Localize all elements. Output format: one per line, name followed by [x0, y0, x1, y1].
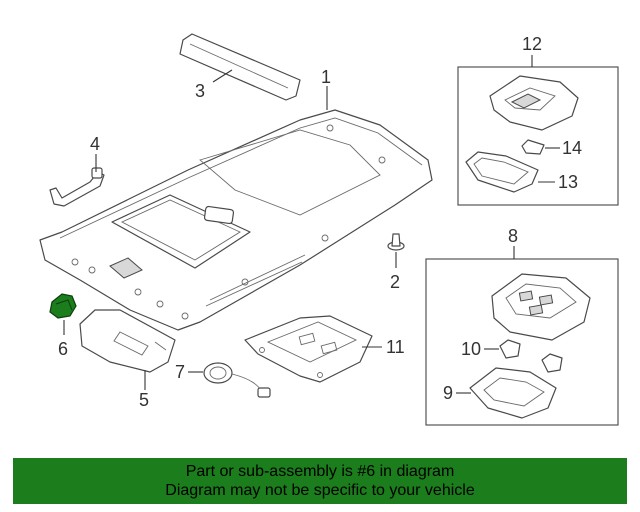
part-10-bulb[interactable]: [499, 339, 563, 373]
group-box-8: [425, 258, 619, 426]
part-1-headliner[interactable]: [39, 109, 433, 331]
part-7-speaker[interactable]: [203, 362, 271, 398]
banner-line-2: Diagram may not be specific to your vehi…: [165, 482, 475, 499]
callout-2: 2: [390, 272, 400, 292]
parts-diagram: 3 1 4 6 5: [39, 33, 619, 426]
part-13-lens[interactable]: [465, 151, 539, 193]
callout-10: 10: [461, 339, 481, 359]
part-3-pad[interactable]: [179, 33, 301, 101]
part-6-clip[interactable]: [49, 293, 77, 319]
info-banner: Part or sub-assembly is #6 in diagram Di…: [13, 458, 627, 504]
callout-14: 14: [562, 138, 582, 158]
callout-3: 3: [195, 81, 205, 101]
part-2-retainer[interactable]: [387, 233, 405, 251]
banner-line-1: Part or sub-assembly is #6 in diagram: [185, 463, 455, 480]
callout-11: 11: [386, 337, 405, 357]
part-4-grab-handle[interactable]: [49, 167, 105, 207]
part-14-bulb[interactable]: [521, 139, 545, 155]
callout-12: 12: [522, 34, 542, 54]
callout-5: 5: [139, 390, 149, 410]
callout-7: 7: [175, 362, 185, 382]
callout-9: 9: [443, 383, 453, 403]
callout-4: 4: [90, 134, 100, 154]
callout-6: 6: [58, 339, 68, 359]
callout-1: 1: [321, 67, 331, 87]
callout-13: 13: [558, 172, 578, 192]
part-11-bracket[interactable]: [244, 315, 373, 383]
part-8-console-housing[interactable]: [491, 273, 591, 341]
part-12-map-lamp[interactable]: [489, 75, 579, 131]
group-box-12: [457, 66, 619, 206]
callout-8: 8: [508, 226, 518, 246]
part-9-lens[interactable]: [469, 367, 557, 419]
part-5-sun-visor[interactable]: [79, 309, 176, 373]
leader-3: [212, 69, 233, 83]
